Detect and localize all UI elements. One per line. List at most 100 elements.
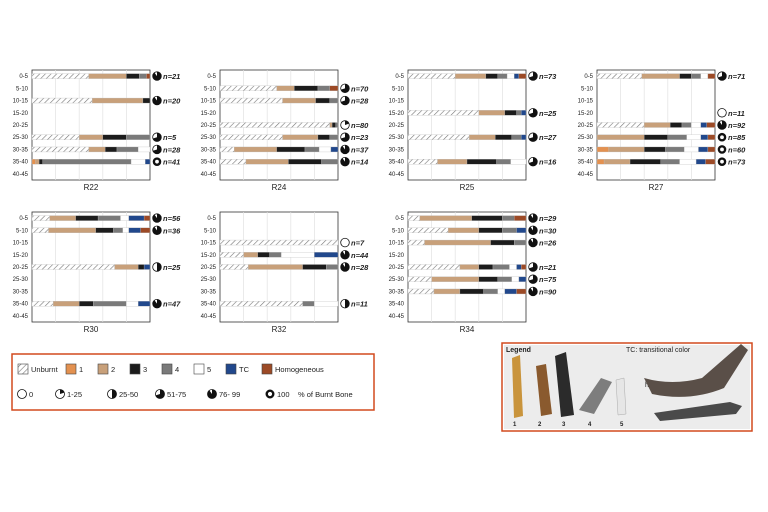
depth-tick-label: 15-20 (389, 111, 405, 117)
photo-number-label: 5 (620, 422, 624, 428)
burnt-bone-icon (340, 120, 350, 130)
legend-label: TC (239, 365, 250, 374)
n-count-label: n=75 (539, 275, 557, 284)
bar-segment-4 (665, 146, 685, 153)
burnt-bone-icon-fill (528, 226, 538, 235)
bar-segment-2 (282, 134, 319, 140)
n-count-label: n=90 (539, 287, 557, 296)
depth-tick-label: 0-5 (395, 74, 404, 80)
depth-tick-label: 10-15 (578, 99, 594, 105)
burnt-bone-icon-fill (528, 274, 538, 284)
burnt-bone-icon (717, 132, 727, 142)
burnt-bone-icon (152, 225, 162, 236)
bar-segment-4 (116, 146, 139, 153)
bar-segment-3 (478, 264, 494, 270)
bar-segment-3 (504, 110, 517, 116)
depth-tick-label: 30-35 (389, 289, 405, 295)
bar-segment-tc (516, 264, 522, 270)
homogeneous-bone-image (654, 402, 742, 421)
bone-fragment-2-image (536, 364, 552, 416)
n-count-label: n=28 (163, 145, 181, 154)
bar-segment-3 (644, 146, 666, 153)
bar-segment-2 (282, 97, 316, 104)
bar-segment-3 (495, 134, 512, 140)
burnt-bone-icon-fill (345, 299, 350, 308)
panel-r34: 0-55-1010-1515-2020-2525-3030-3535-4040-… (389, 211, 557, 334)
burnt-bone-icon (528, 237, 538, 248)
depth-tick-label: 0-5 (395, 216, 404, 222)
depth-tick-label: 40-45 (13, 314, 29, 320)
legend-burn-icon (107, 389, 117, 399)
bar-segment-4 (317, 85, 330, 91)
bar-segment-unburnt (596, 122, 645, 128)
bar-segment-2 (234, 146, 277, 153)
burnt-bone-icon-fill (528, 238, 538, 247)
bar-segment-2 (35, 159, 40, 165)
bar-segment-3 (302, 264, 327, 270)
bar-segment-3 (38, 159, 43, 165)
depth-tick-label: 40-45 (578, 172, 594, 178)
bar-segment-homogeneous (329, 85, 339, 91)
burnt-bone-icon-fill (152, 213, 162, 223)
burnt-bone-icon (340, 83, 350, 94)
legend-burn-label: 100 (277, 390, 290, 399)
n-count-label: n=41 (163, 158, 180, 167)
bar-segment-2 (424, 239, 491, 246)
bar-segment-4 (681, 122, 692, 128)
burnt-bone-icon-fill (528, 287, 538, 296)
n-count-label: n=73 (539, 72, 557, 81)
bar-segment-unburnt (407, 159, 438, 165)
bar-segment-tc (143, 264, 151, 270)
bar-segment-2 (114, 264, 139, 270)
n-count-label: n=56 (163, 214, 181, 223)
bar-segment-3 (317, 134, 330, 140)
n-count-label: n=85 (728, 133, 746, 142)
depth-tick-label: 15-20 (13, 253, 29, 259)
bar-segment-4 (304, 146, 320, 153)
depth-tick-label: 25-30 (201, 277, 217, 283)
bar-segment-5 (506, 73, 515, 79)
bar-segment-3 (459, 288, 484, 295)
bar-segment-homogeneous (521, 264, 527, 270)
bar-segment-homogeneous (514, 215, 527, 221)
bar-segment-unburnt (31, 73, 89, 79)
burnt-bone-icon-fill (340, 250, 350, 260)
bar-segment-unburnt (219, 252, 244, 258)
depth-tick-label: 30-35 (13, 289, 29, 295)
bar-segment-5 (120, 215, 129, 221)
panels-layer: 0-55-1010-1515-2020-2525-3030-3535-4040-… (13, 69, 746, 334)
bar-segment-2 (92, 97, 144, 104)
bar-segment-tc (314, 252, 339, 258)
burnt-bone-icon (152, 144, 162, 155)
bar-segment-tc (128, 227, 141, 233)
legend-burn-icon (17, 389, 27, 399)
legend-swatch-2 (97, 363, 109, 375)
depth-tick-label: 35-40 (13, 302, 29, 308)
bar-segment-unburnt (407, 227, 449, 233)
bar-segment-3 (294, 85, 319, 91)
n-count-label: n=11 (728, 109, 745, 118)
panel-r32: 0-55-1010-1515-2020-2525-3030-3535-4040-… (201, 211, 369, 334)
bar-segment-2 (419, 215, 472, 221)
legend-burn-icon (265, 389, 275, 399)
bar-segment-4 (329, 134, 339, 140)
depth-tick-label: 5-10 (204, 86, 217, 92)
bar-segment-3 (644, 134, 668, 140)
bar-segment-1 (31, 159, 36, 165)
depth-tick-label: 30-35 (201, 289, 217, 295)
bar-segment-tc (138, 301, 151, 307)
depth-tick-label: 40-45 (201, 314, 217, 320)
burnt-bone-icon (340, 250, 350, 260)
depth-tick-label: 25-30 (13, 277, 29, 283)
panel-title: R32 (272, 325, 287, 334)
bar-segment-3 (466, 159, 497, 165)
panel-title: R27 (649, 183, 664, 192)
burnt-bone-icon (528, 156, 538, 167)
n-count-label: n=20 (163, 97, 181, 106)
bar-segment-4 (514, 239, 527, 246)
burnt-bone-icon (717, 157, 727, 166)
burnt-bone-icon-ring (717, 157, 727, 166)
depth-tick-label: 30-35 (578, 147, 594, 153)
burnt-bone-icon-fill (717, 71, 727, 81)
legend-label: Unburnt (31, 365, 59, 374)
